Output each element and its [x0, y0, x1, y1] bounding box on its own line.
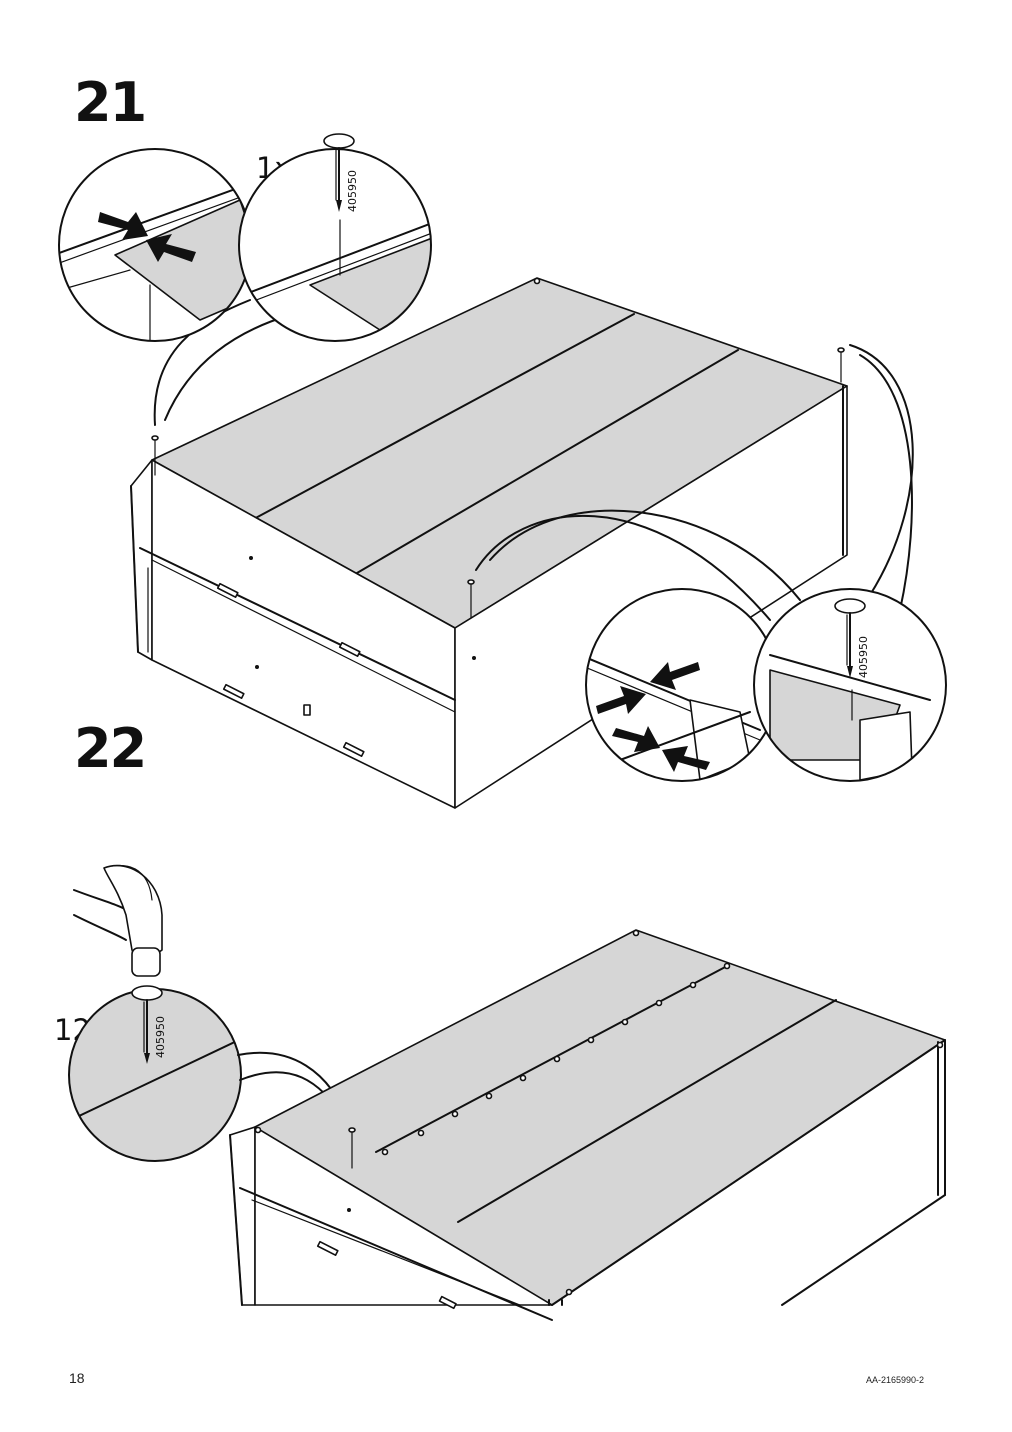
nail-icon	[131, 985, 163, 1064]
step-21-detail-right: 405950	[238, 133, 432, 342]
nail-icon	[348, 1127, 356, 1169]
document-id: AA-2165990-2	[866, 1375, 925, 1385]
step-21-number: 21	[74, 71, 147, 134]
arrow-icon	[662, 746, 710, 772]
step-22-cabinet	[229, 929, 946, 1321]
step-22-part-number: 405950	[154, 1016, 167, 1058]
arrow-icon	[146, 234, 196, 262]
nail-icon	[467, 579, 475, 619]
page-number: 18	[69, 1370, 85, 1386]
nail-icon	[837, 347, 845, 383]
step-21-detail-bottom-right: 405950	[753, 588, 947, 782]
step-21-detail-part-number: 405950	[857, 636, 870, 678]
step-22-detail: 405950	[68, 985, 351, 1162]
arrow-icon	[650, 662, 700, 690]
step-21-detail-bottom-left	[585, 588, 779, 782]
nail-icon	[323, 133, 355, 212]
step-21-part-number: 405950	[346, 170, 359, 212]
step-21-detail-left	[58, 148, 252, 342]
arrow-icon	[596, 686, 646, 714]
arrow-icon	[98, 212, 148, 240]
hammer-icon	[73, 864, 163, 977]
nail-icon	[151, 435, 159, 476]
arrow-icon	[612, 726, 660, 752]
step-22-number: 22	[74, 717, 147, 780]
nail-icon	[834, 598, 866, 678]
